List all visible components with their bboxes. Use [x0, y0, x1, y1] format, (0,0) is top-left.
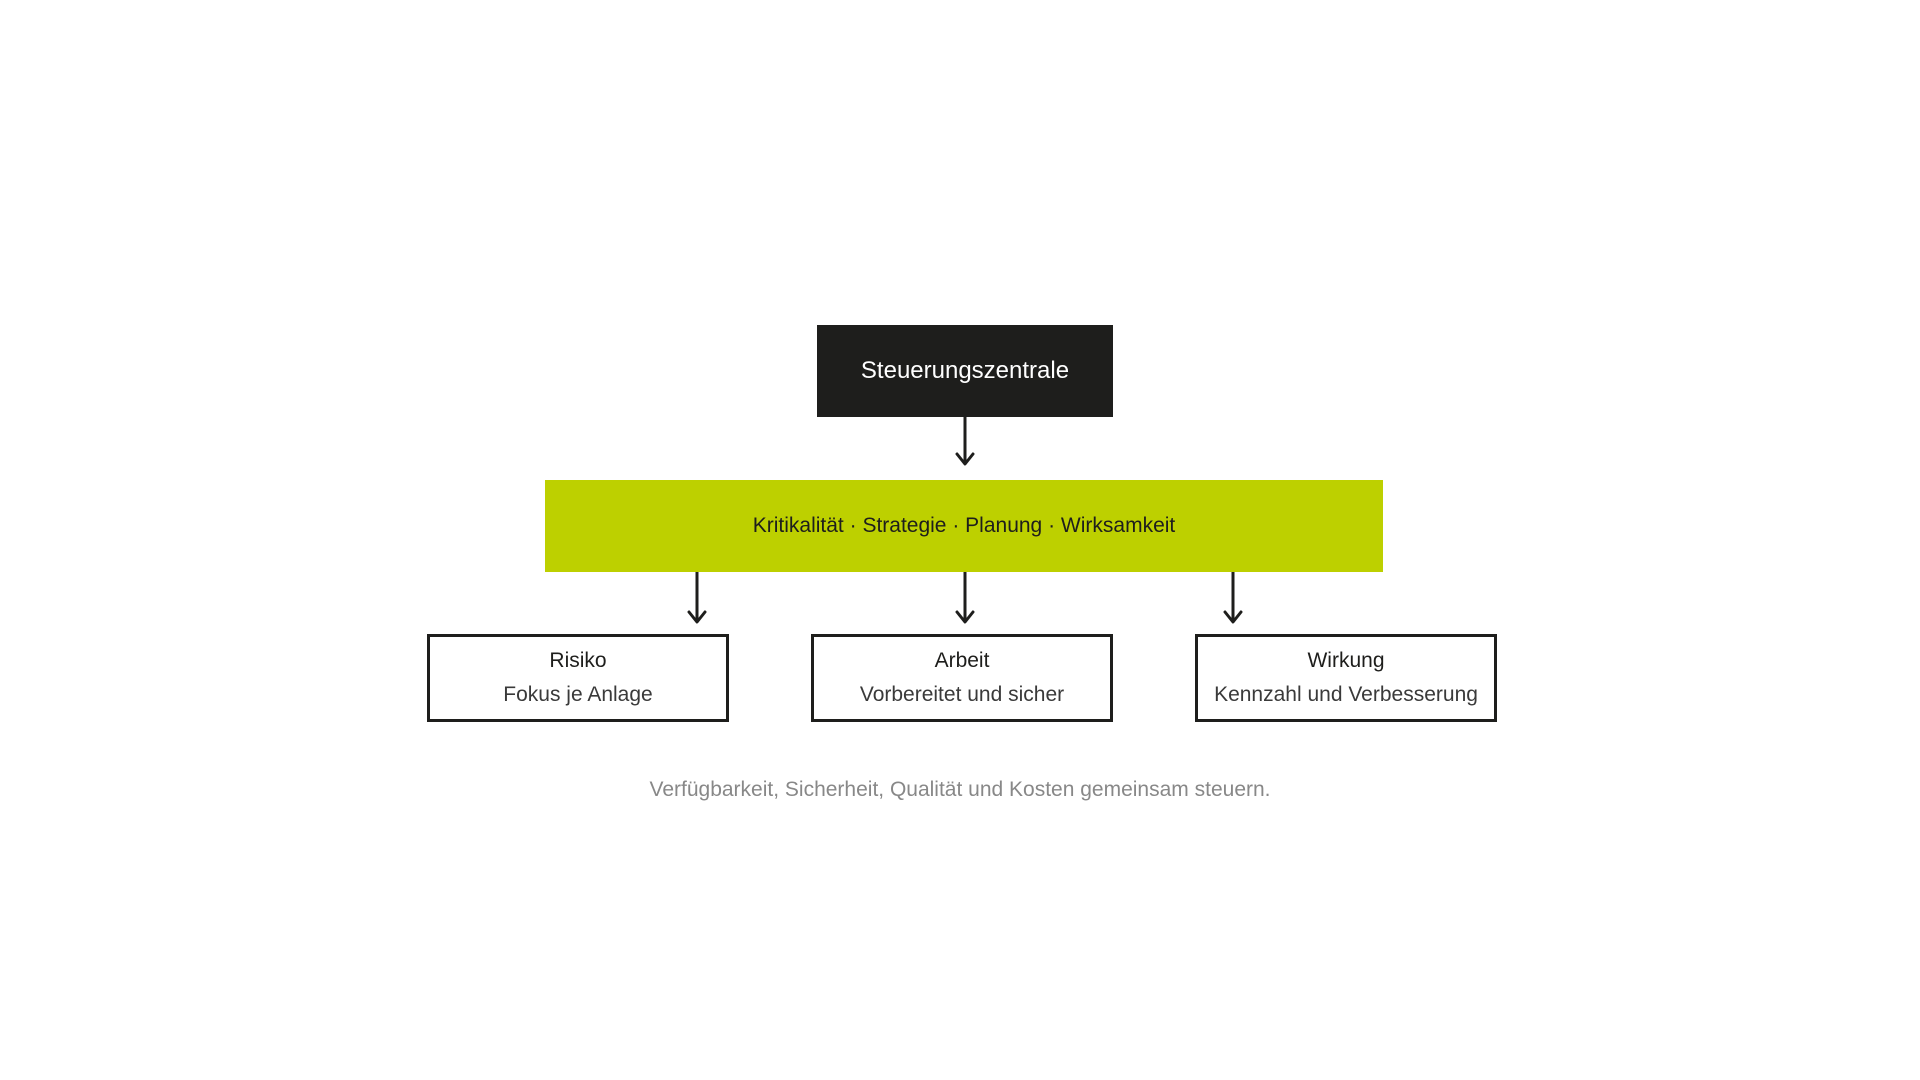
steuerungszentrale-box: Steuerungszentrale: [817, 325, 1113, 417]
band-separator: ·: [843, 514, 863, 537]
child-subtitle: Fokus je Anlage: [503, 683, 653, 706]
child-box-arbeit: Arbeit Vorbereitet und sicher: [811, 634, 1113, 722]
band-separator: ·: [1042, 514, 1061, 537]
arrow-top-to-band: [955, 415, 975, 466]
band-item-kritikalitaet: Kritikalität: [752, 514, 844, 537]
child-title: Risiko: [549, 649, 607, 672]
diagram-caption: Verfügbarkeit, Sicherheit, Qualität und …: [649, 778, 1271, 801]
focus-band: Kritikalität · Strategie · Planung · Wir…: [545, 480, 1383, 572]
steuerungszentrale-label: Steuerungszentrale: [860, 357, 1070, 384]
band-item-strategie: Strategie: [862, 514, 947, 537]
arrow-band-to-wirkung: [1223, 570, 1243, 624]
child-box-wirkung: Wirkung Kennzahl und Verbesserung: [1195, 634, 1497, 722]
band-item-planung: Planung: [965, 514, 1043, 537]
child-box-risiko: Risiko Fokus je Anlage: [427, 634, 729, 722]
band-separator: ·: [946, 514, 966, 537]
child-subtitle: Vorbereitet und sicher: [859, 683, 1065, 706]
arrow-band-to-risiko: [687, 570, 707, 624]
arrow-band-to-arbeit: [955, 570, 975, 624]
child-title: Wirkung: [1307, 649, 1385, 672]
band-item-wirksamkeit: Wirksamkeit: [1060, 514, 1176, 537]
child-subtitle: Kennzahl und Verbesserung: [1214, 683, 1478, 706]
child-title: Arbeit: [934, 649, 990, 672]
